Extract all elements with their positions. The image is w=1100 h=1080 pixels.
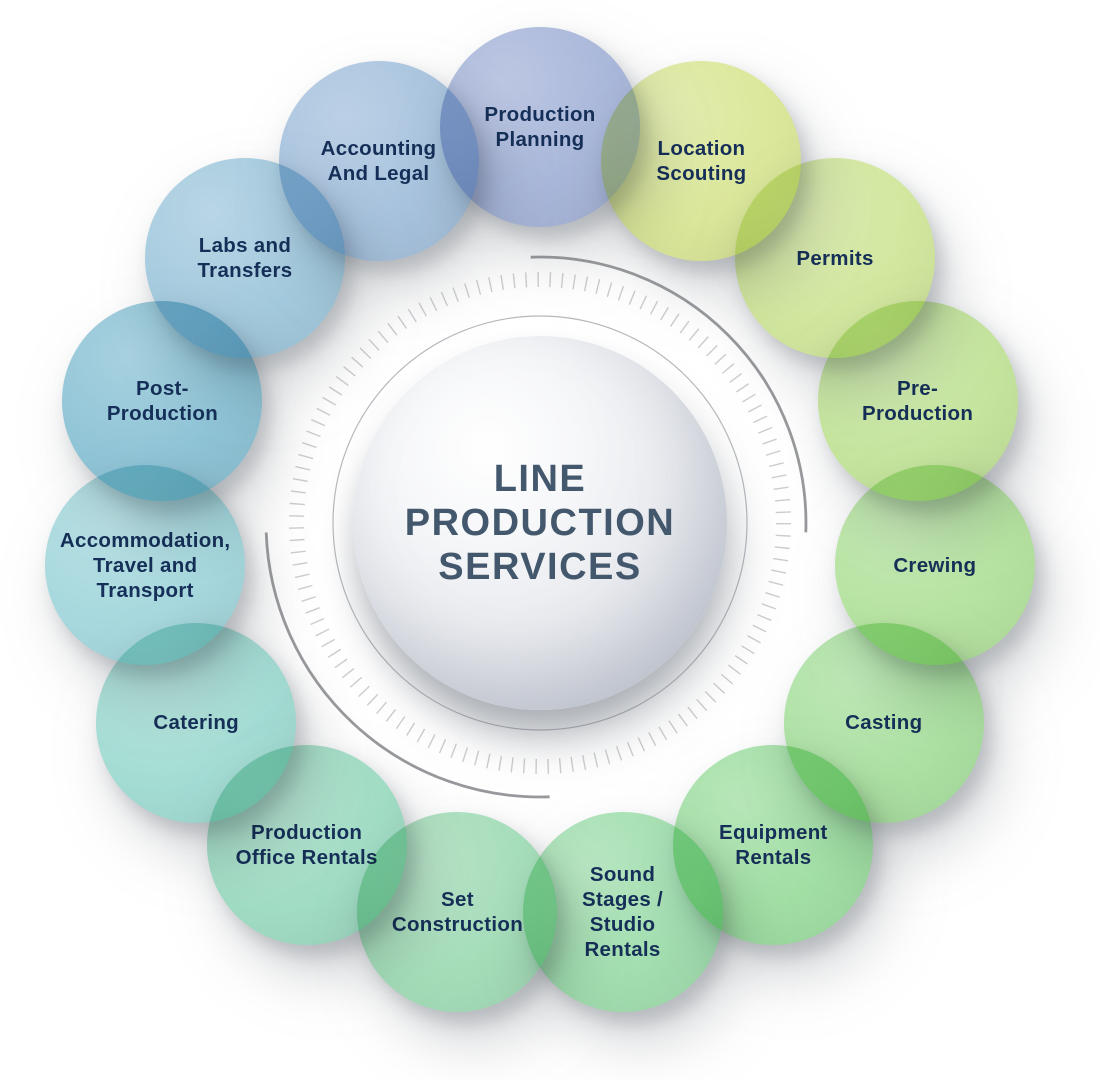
service-label: Location Scouting	[656, 137, 747, 186]
service-bubble-accounting-and-legal: Accounting And Legal	[278, 61, 479, 262]
service-label: Catering	[153, 711, 239, 734]
service-label: Sound Stages / Studio Rentals	[582, 863, 664, 962]
service-label: Accounting And Legal	[320, 137, 437, 186]
service-bubble-catering: Catering	[96, 622, 297, 823]
diagram-title: LINE PRODUCTION SERVICES	[404, 457, 676, 589]
service-label: Accommodation, Travel and Transport	[59, 528, 231, 602]
arc-top-right	[530, 255, 808, 533]
tick-ring	[289, 272, 791, 774]
service-label: Set Construction	[391, 888, 524, 937]
service-label: Pre- Production	[861, 377, 974, 426]
service-label: Equipment Rentals	[719, 821, 828, 870]
service-label: Production Planning	[484, 103, 596, 151]
service-label: Post- Production	[106, 377, 219, 426]
inner-ring	[332, 315, 748, 731]
center-sphere: LINE PRODUCTION SERVICES	[353, 336, 727, 710]
service-label: Production Office Rentals	[235, 821, 378, 870]
service-label: Crewing	[893, 553, 977, 577]
service-label: Casting	[845, 711, 923, 734]
service-label: Labs and Transfers	[197, 234, 293, 283]
service-label: Permits	[796, 246, 874, 270]
arc-bottom-left	[264, 532, 550, 799]
